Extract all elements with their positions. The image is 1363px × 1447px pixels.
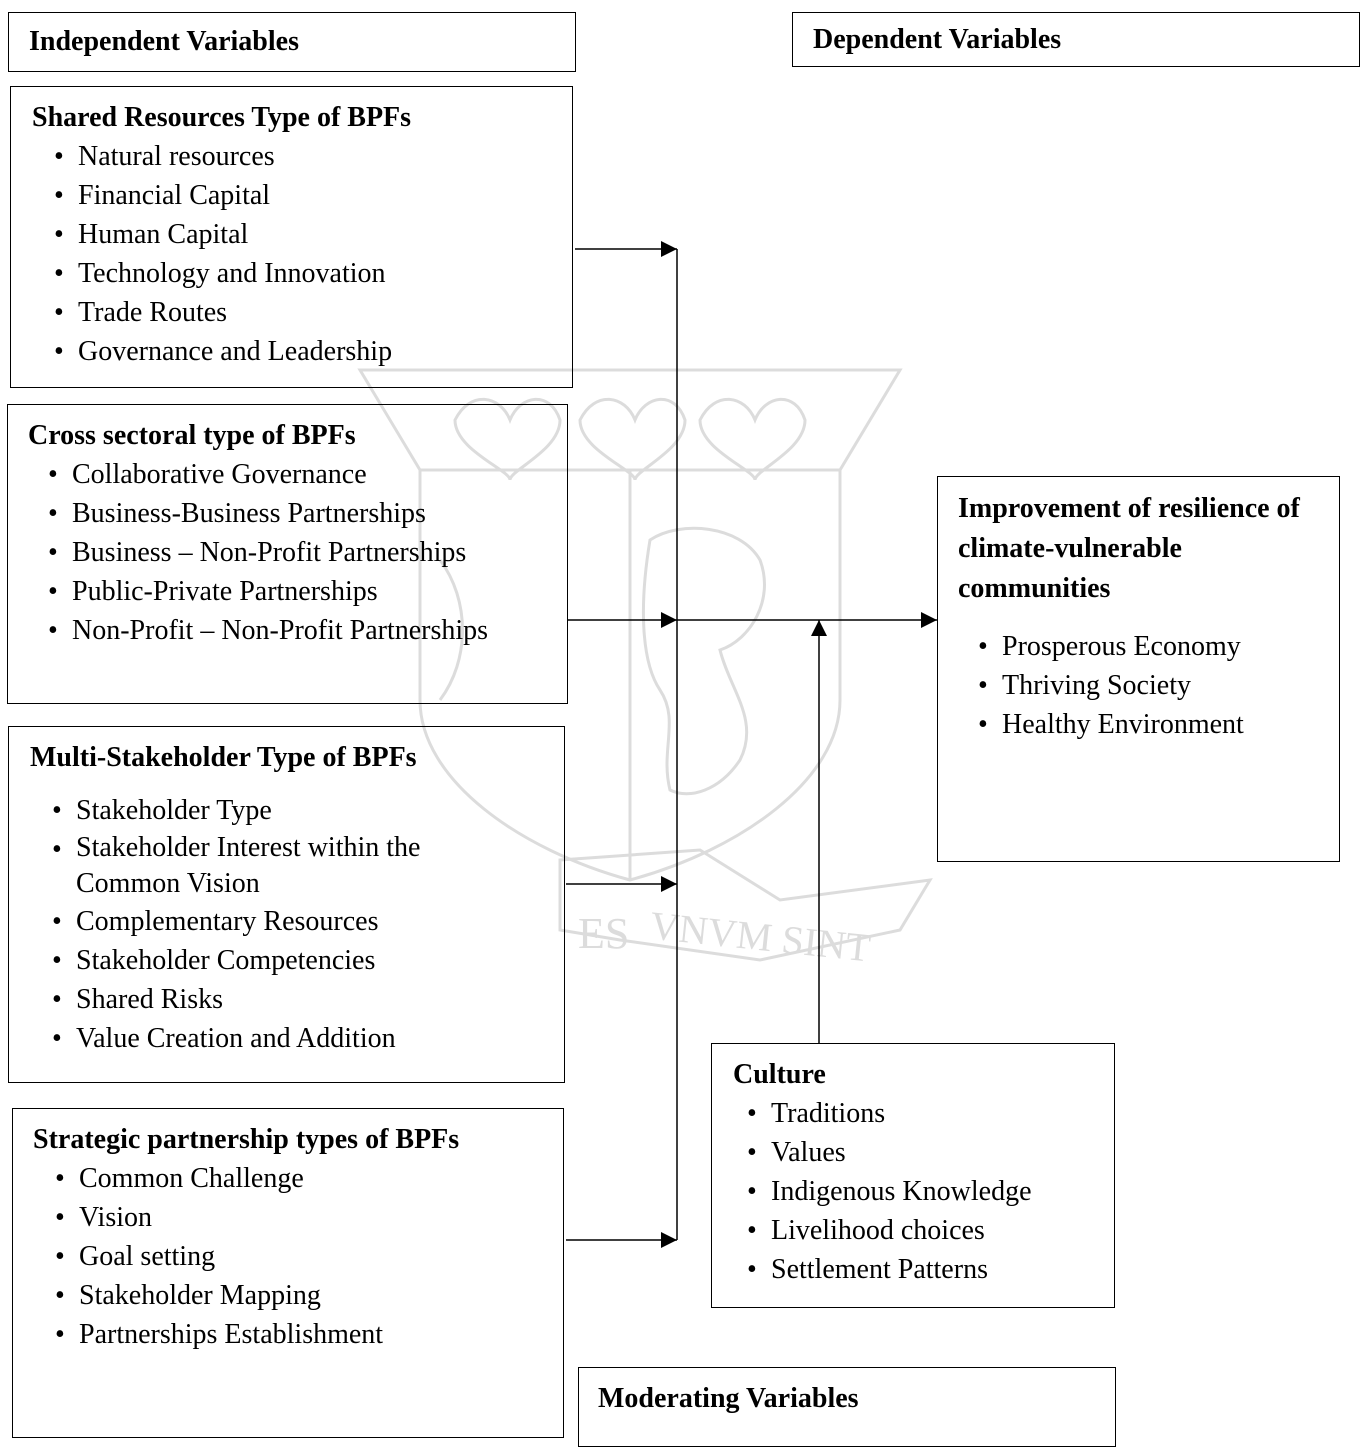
improvement-resilience-list: Prosperous Economy Thriving Society Heal…	[958, 627, 1339, 744]
list-item: Indigenous Knowledge	[747, 1172, 1114, 1211]
list-item: Settlement Patterns	[747, 1250, 1114, 1289]
cross-sectoral-title: Cross sectoral type of BPFs	[28, 420, 356, 451]
shared-resources-box: Shared Resources Type of BPFs Natural re…	[10, 86, 573, 388]
cross-sectoral-list: Collaborative Governance Business-Busine…	[28, 455, 567, 650]
improvement-resilience-title: Improvement of resilience of climate-vul…	[958, 493, 1300, 604]
list-item: Stakeholder Type	[52, 791, 482, 830]
list-item: Natural resources	[54, 137, 572, 176]
culture-list: Traditions Values Indigenous Knowledge L…	[733, 1094, 1114, 1289]
shared-resources-list: Natural resources Financial Capital Huma…	[32, 137, 572, 371]
list-item: Stakeholder Competencies	[52, 941, 482, 980]
list-item: Prosperous Economy	[978, 627, 1339, 666]
strategic-partnership-box: Strategic partnership types of BPFs Comm…	[12, 1108, 564, 1438]
independent-variables-label: Independent Variables	[29, 26, 299, 57]
improvement-resilience-box: Improvement of resilience of climate-vul…	[937, 476, 1340, 862]
strategic-partnership-list: Common Challenge Vision Goal setting Sta…	[33, 1159, 563, 1354]
multi-stakeholder-title: Multi-Stakeholder Type of BPFs	[30, 742, 417, 773]
list-item: Traditions	[747, 1094, 1114, 1133]
list-item: Healthy Environment	[978, 705, 1339, 744]
list-item: Goal setting	[55, 1237, 563, 1276]
strategic-partnership-title: Strategic partnership types of BPFs	[33, 1124, 460, 1155]
culture-box: Culture Traditions Values Indigenous Kno…	[711, 1043, 1115, 1308]
list-item: Governance and Leadership	[54, 332, 572, 371]
independent-variables-box: Independent Variables	[8, 12, 576, 72]
list-item: Common Challenge	[55, 1159, 563, 1198]
moderating-variables-box: Moderating Variables	[578, 1367, 1116, 1447]
list-item: Shared Risks	[52, 980, 482, 1019]
list-item: Values	[747, 1133, 1114, 1172]
list-item: Human Capital	[54, 215, 572, 254]
list-item: Livelihood choices	[747, 1211, 1114, 1250]
list-item: Vision	[55, 1198, 563, 1237]
list-item: Financial Capital	[54, 176, 572, 215]
culture-title: Culture	[733, 1059, 826, 1090]
dependent-variables-label: Dependent Variables	[813, 24, 1062, 55]
list-item: Business – Non-Profit Partnerships	[48, 533, 567, 572]
list-item: Trade Routes	[54, 293, 572, 332]
list-item: Thriving Society	[978, 666, 1339, 705]
list-item: Stakeholder Interest within the Common V…	[52, 830, 482, 902]
shared-resources-title: Shared Resources Type of BPFs	[32, 102, 412, 133]
list-item: Complementary Resources	[52, 902, 482, 941]
list-item: Value Creation and Addition	[52, 1019, 482, 1058]
multi-stakeholder-list: Stakeholder Type Stakeholder Interest wi…	[30, 791, 482, 1058]
dependent-variables-box: Dependent Variables	[792, 12, 1360, 67]
list-item: Technology and Innovation	[54, 254, 572, 293]
moderating-variables-label: Moderating Variables	[598, 1383, 859, 1414]
cross-sectoral-box: Cross sectoral type of BPFs Collaborativ…	[7, 404, 568, 704]
list-item: Public-Private Partnerships	[48, 572, 567, 611]
list-item: Business-Business Partnerships	[48, 494, 567, 533]
list-item: Partnerships Establishment	[55, 1315, 563, 1354]
list-item: Stakeholder Mapping	[55, 1276, 563, 1315]
list-item: Collaborative Governance	[48, 455, 567, 494]
list-item: Non-Profit – Non-Profit Partnerships	[48, 611, 567, 650]
multi-stakeholder-box: Multi-Stakeholder Type of BPFs Stakehold…	[8, 726, 565, 1083]
